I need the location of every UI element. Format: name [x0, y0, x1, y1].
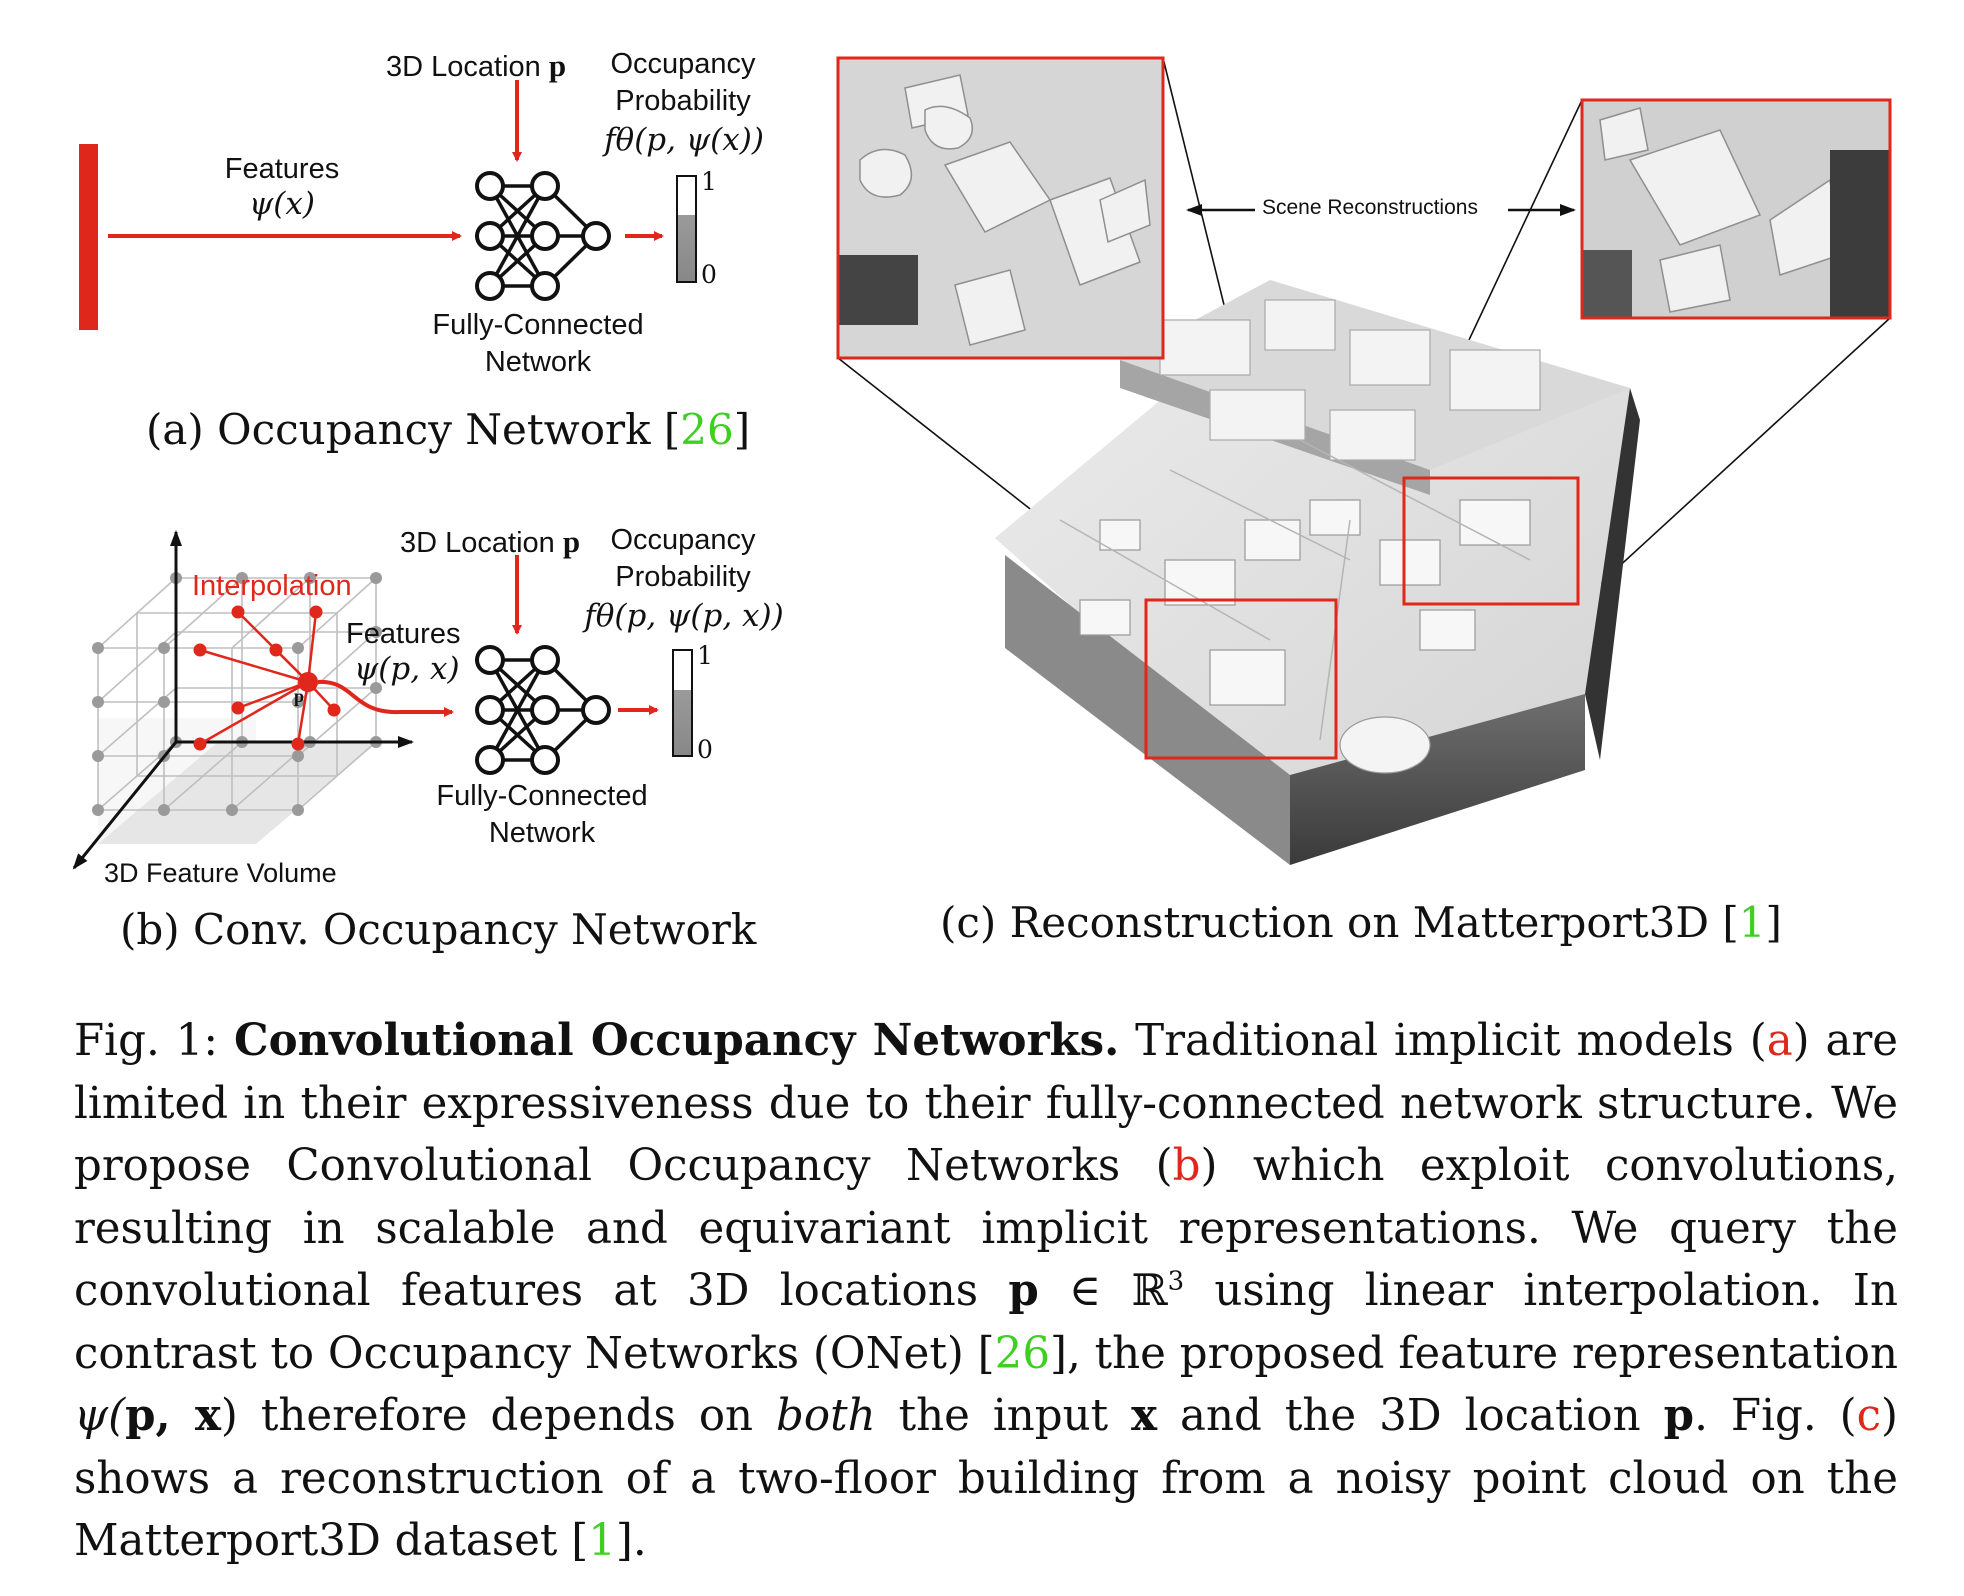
network-label-a2: Network	[484, 346, 592, 378]
symbol-psi: ψ(	[74, 1391, 126, 1441]
network-label-b1: Fully-Connected	[436, 780, 648, 812]
output-label-b2: Probability	[615, 561, 751, 593]
panel-a-graphics	[79, 80, 697, 330]
caption-text: ) are limited in their expressiveness du…	[74, 1016, 1898, 1191]
ref-link-c[interactable]: c	[1856, 1391, 1882, 1441]
caption-title: Convolutional Occupancy Networks.	[233, 1015, 1120, 1066]
network-label-b2: Network	[488, 817, 596, 849]
panel-c-graphics	[836, 56, 1892, 865]
features-arrow-curved	[317, 679, 454, 717]
subcaption-a-close: ]	[733, 405, 751, 454]
caption-text: ].	[615, 1516, 647, 1566]
interpolation-label: Interpolation	[192, 570, 352, 602]
input-bar-icon	[79, 144, 98, 330]
subcaption-c-close: ]	[1765, 898, 1782, 947]
bar-max-a: 1	[701, 167, 717, 196]
caption-text: and the 3D location	[1157, 1391, 1664, 1441]
output-label-a1: Occupancy	[610, 48, 756, 80]
ref-link-26[interactable]: 26	[680, 405, 734, 454]
scene-reconstructions-label: Scene Reconstructions	[1262, 196, 1478, 219]
caption-text: using linear interpolation. In contrast …	[74, 1266, 1898, 1379]
symbol-p: p	[1008, 1265, 1039, 1316]
caption-text: the input	[875, 1391, 1132, 1441]
location-label-a: 3D Location p	[386, 48, 566, 84]
output-formula-b: fθ(p, ψ(p, x))	[584, 598, 784, 634]
location-label-text: 3D Location	[386, 51, 541, 83]
symbol-p: p	[1663, 1390, 1695, 1441]
location-label-text-b: 3D Location	[400, 527, 555, 559]
location-symbol: p	[548, 48, 567, 83]
inset-right	[1580, 98, 1892, 320]
zoom-box-upper	[1402, 476, 1580, 606]
emphasis-both: both	[776, 1391, 876, 1441]
network-label-a1: Fully-Connected	[432, 309, 644, 341]
ref-link-b[interactable]: b	[1172, 1141, 1201, 1191]
inset-left	[836, 56, 1165, 360]
subcaption-b: (b) Conv. Occupancy Network	[120, 905, 757, 954]
ref-link-1-caption[interactable]: 1	[588, 1516, 616, 1566]
bar-min-a: 0	[701, 260, 717, 289]
panel-b-graphics	[72, 530, 693, 870]
superscript-3: 3	[1167, 1266, 1185, 1297]
figure-caption: Fig. 1: Convolutional Occupancy Networks…	[74, 1010, 1898, 1573]
subcaption-a-text: (a) Occupancy Network [	[146, 405, 681, 454]
feature-volume-cube	[72, 530, 414, 870]
caption-text: ], the proposed feature representation	[1050, 1328, 1899, 1379]
features-label-a: Features	[224, 153, 340, 185]
caption-text: ∈ ℝ	[1038, 1266, 1168, 1316]
caption-text: . Fig. (	[1694, 1391, 1857, 1441]
bar-max-b: 1	[697, 641, 713, 670]
ref-link-a[interactable]: a	[1766, 1016, 1793, 1066]
caption-text: ) which exploit convolutions, resulting …	[74, 1141, 1898, 1316]
location-symbol-b: p	[562, 524, 581, 559]
caption-text: ) shows a reconstruction of a two-floor …	[74, 1391, 1898, 1566]
ref-link-26-caption[interactable]: 26	[994, 1328, 1050, 1379]
fully-connected-network-icon-b	[475, 645, 611, 775]
fully-connected-network-icon	[475, 171, 611, 301]
interpolation-neighbors	[193, 605, 341, 751]
volume-label: 3D Feature Volume	[104, 858, 337, 888]
subcaption-a: (a) Occupancy Network [26]	[146, 405, 750, 454]
subcaption-c: (c) Reconstruction on Matterport3D [1]	[940, 898, 1782, 947]
ref-link-1[interactable]: 1	[1738, 898, 1766, 947]
bar-min-b: 0	[697, 735, 713, 764]
probability-bar-icon-b	[672, 649, 693, 757]
fig-number: Fig. 1:	[74, 1016, 219, 1066]
subcaption-c-text: (c) Reconstruction on Matterport3D [	[940, 898, 1739, 947]
probability-bar-icon	[676, 175, 697, 283]
location-label-b: 3D Location p	[400, 524, 580, 560]
features-formula-b: ψ(p, x)	[354, 651, 460, 687]
features-formula-a: ψ(x)	[249, 186, 315, 222]
caption-text: ) therefore depends on	[220, 1391, 777, 1441]
output-formula-a: fθ(p, ψ(x))	[604, 122, 764, 158]
point-label: p	[294, 686, 305, 706]
symbol-psi-args: p, x	[125, 1390, 221, 1441]
features-label-b: Features	[346, 618, 461, 650]
symbol-x: x	[1131, 1390, 1158, 1441]
zoom-box-lower	[1144, 598, 1338, 760]
caption-text: Traditional implicit models (	[1119, 1016, 1767, 1066]
output-label-b1: Occupancy	[610, 524, 756, 556]
query-point	[298, 672, 318, 692]
building-model	[995, 280, 1640, 865]
output-label-a2: Probability	[615, 85, 751, 117]
